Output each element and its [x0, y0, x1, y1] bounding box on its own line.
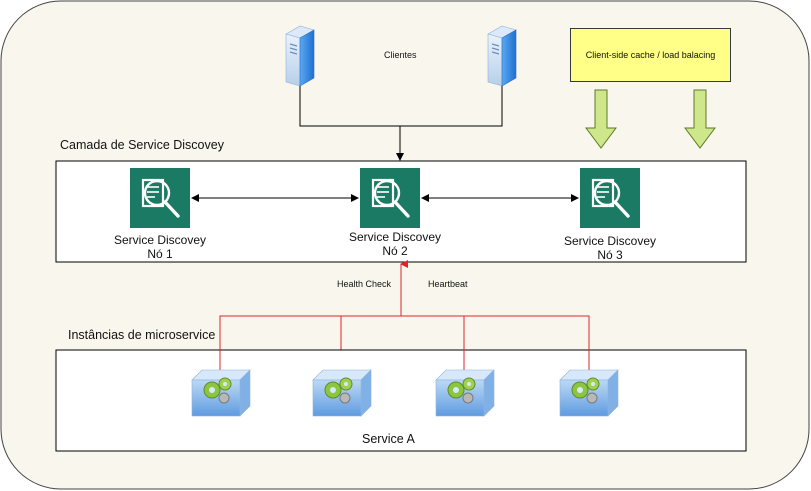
discovery-node-1-icon — [128, 166, 192, 230]
cache-note-label: Client-side cache / load balacing — [585, 50, 716, 60]
instances-layer-box — [55, 349, 747, 452]
discovery-node-1-line1: Service Discovey — [113, 233, 207, 247]
heartbeat-label: Heartbeat — [428, 279, 468, 289]
discovery-node-2-line2: Nó 2 — [382, 244, 408, 258]
health-check-lines — [219, 260, 590, 372]
discovery-node-3-line2: Nó 3 — [597, 248, 623, 262]
microservice-instance-icon-1 — [191, 369, 251, 417]
cache-arrow-right — [684, 89, 716, 149]
microservice-instance-icon-3 — [435, 369, 495, 417]
discovery-node-2-label: Service Discovey Nó 2 — [315, 230, 475, 258]
discovery-node-1-line2: Nó 1 — [147, 247, 173, 261]
health-check-lines-overlay — [219, 346, 590, 372]
discovery-node-1-label: Service Discovey Nó 1 — [80, 233, 240, 261]
service-a-label: Service A — [362, 432, 415, 446]
cache-arrow-left — [585, 89, 617, 149]
instances-layer-title: Instâncias de microservice — [68, 328, 216, 342]
clients-connector — [299, 86, 503, 127]
cache-note: Client-side cache / load balacing — [570, 28, 731, 82]
microservice-instance-icon-2 — [312, 369, 372, 417]
clients-label: Clientes — [384, 50, 417, 60]
health-check-label: Health Check — [337, 279, 392, 289]
discovery-node-2-icon — [358, 166, 422, 230]
discovery-node-3-label: Service Discovey Nó 3 — [530, 234, 690, 262]
discovery-node-2-line1: Service Discovey — [348, 230, 442, 244]
discovery-node-3-icon — [578, 166, 642, 230]
microservice-instance-icon-4 — [559, 369, 619, 417]
client-server-icon-right — [487, 25, 517, 87]
discovery-node-3-line1: Service Discovey — [563, 234, 657, 248]
discovery-layer-title: Camada de Service Discovey — [60, 138, 224, 152]
client-server-icon-left — [285, 25, 315, 87]
